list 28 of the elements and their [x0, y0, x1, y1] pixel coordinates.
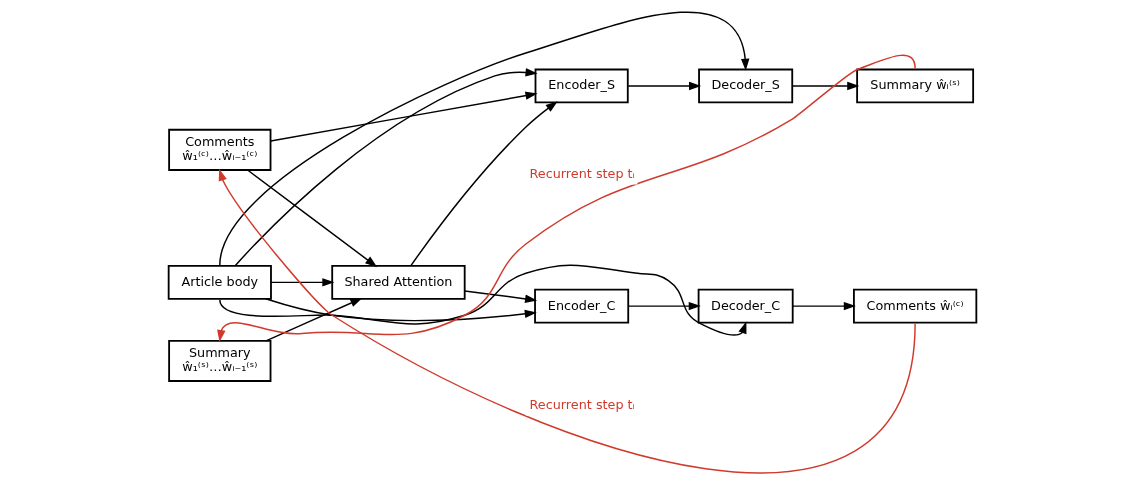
node-box: Summary ŵ₁⁽ˢ⁾…ŵᵢ₋₁⁽ˢ⁾ [168, 339, 272, 382]
node-box: Decoder_S [698, 68, 794, 104]
arrow [791, 81, 860, 91]
node-box: Comments ŵ₁⁽ᶜ⁾…ŵᵢ₋₁⁽ᶜ⁾ [168, 128, 272, 171]
arrow [792, 301, 856, 311]
node-box: Shared Attention [331, 265, 466, 300]
arrow [217, 54, 916, 343]
node-box: Encoder_C [534, 288, 630, 324]
arrow [264, 298, 537, 322]
arrow [270, 91, 538, 142]
node-box: Summary ŵᵢ⁽ˢ⁾ [856, 68, 975, 104]
arrow [246, 169, 378, 268]
node-box: Decoder_C [697, 288, 794, 324]
node-box: Comments ŵᵢ⁽ᶜ⁾ [853, 288, 978, 324]
node-box: Article body [167, 265, 272, 300]
node-box: Encoder_S [534, 68, 629, 104]
arrow [219, 11, 750, 266]
arrow [234, 68, 538, 267]
arrow [627, 81, 702, 91]
arrow [270, 278, 335, 287]
arrow [410, 101, 558, 267]
arrow [464, 290, 538, 304]
arrow [627, 301, 701, 311]
edge-label: Recurrent step tᵢ [529, 397, 635, 413]
arrow [218, 168, 916, 474]
arrow [219, 264, 747, 336]
arrow [265, 297, 363, 342]
edge-label: Recurrent step tᵢ [529, 165, 635, 181]
